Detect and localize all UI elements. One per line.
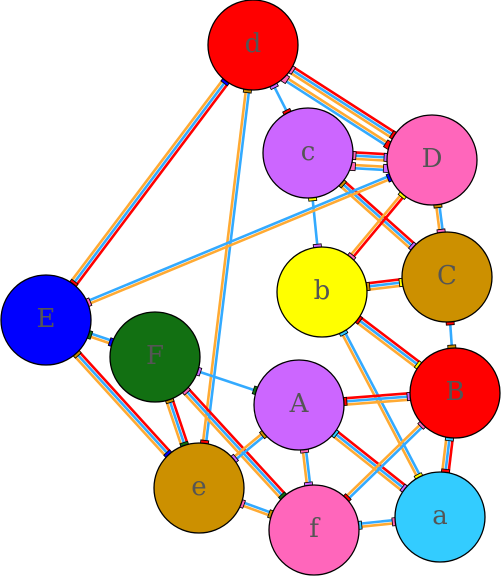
node-circle[interactable]	[401, 231, 493, 323]
node-A[interactable]	[253, 359, 345, 451]
edge-strand	[47, 46, 257, 323]
node-circle[interactable]	[276, 246, 368, 338]
node-circle[interactable]	[262, 107, 354, 199]
edge-strand	[46, 160, 434, 323]
edge-strand	[44, 44, 255, 321]
edge-strand	[42, 42, 252, 319]
node-e[interactable]	[153, 442, 245, 534]
node-circle[interactable]	[153, 442, 245, 534]
node-d[interactable]	[207, 0, 299, 91]
node-f[interactable]	[268, 484, 360, 576]
node-D[interactable]	[386, 114, 478, 206]
node-b[interactable]	[276, 246, 368, 338]
node-B[interactable]	[409, 347, 501, 439]
node-circle[interactable]	[409, 347, 501, 439]
node-C[interactable]	[401, 231, 493, 323]
edge-D-E	[44, 157, 434, 323]
edge-strand	[44, 157, 432, 320]
node-circle[interactable]	[268, 484, 360, 576]
node-circle[interactable]	[386, 114, 478, 206]
edges-layer	[42, 41, 460, 534]
node-F[interactable]	[109, 311, 201, 403]
edge-strand	[199, 45, 256, 489]
node-c[interactable]	[262, 107, 354, 199]
node-circle[interactable]	[253, 359, 345, 451]
node-circle[interactable]	[0, 274, 92, 366]
node-a[interactable]	[394, 471, 486, 563]
node-E[interactable]	[0, 274, 92, 366]
edge-d-E	[42, 42, 257, 323]
node-circle[interactable]	[207, 0, 299, 91]
node-circle[interactable]	[109, 311, 201, 403]
node-circle[interactable]	[394, 471, 486, 563]
